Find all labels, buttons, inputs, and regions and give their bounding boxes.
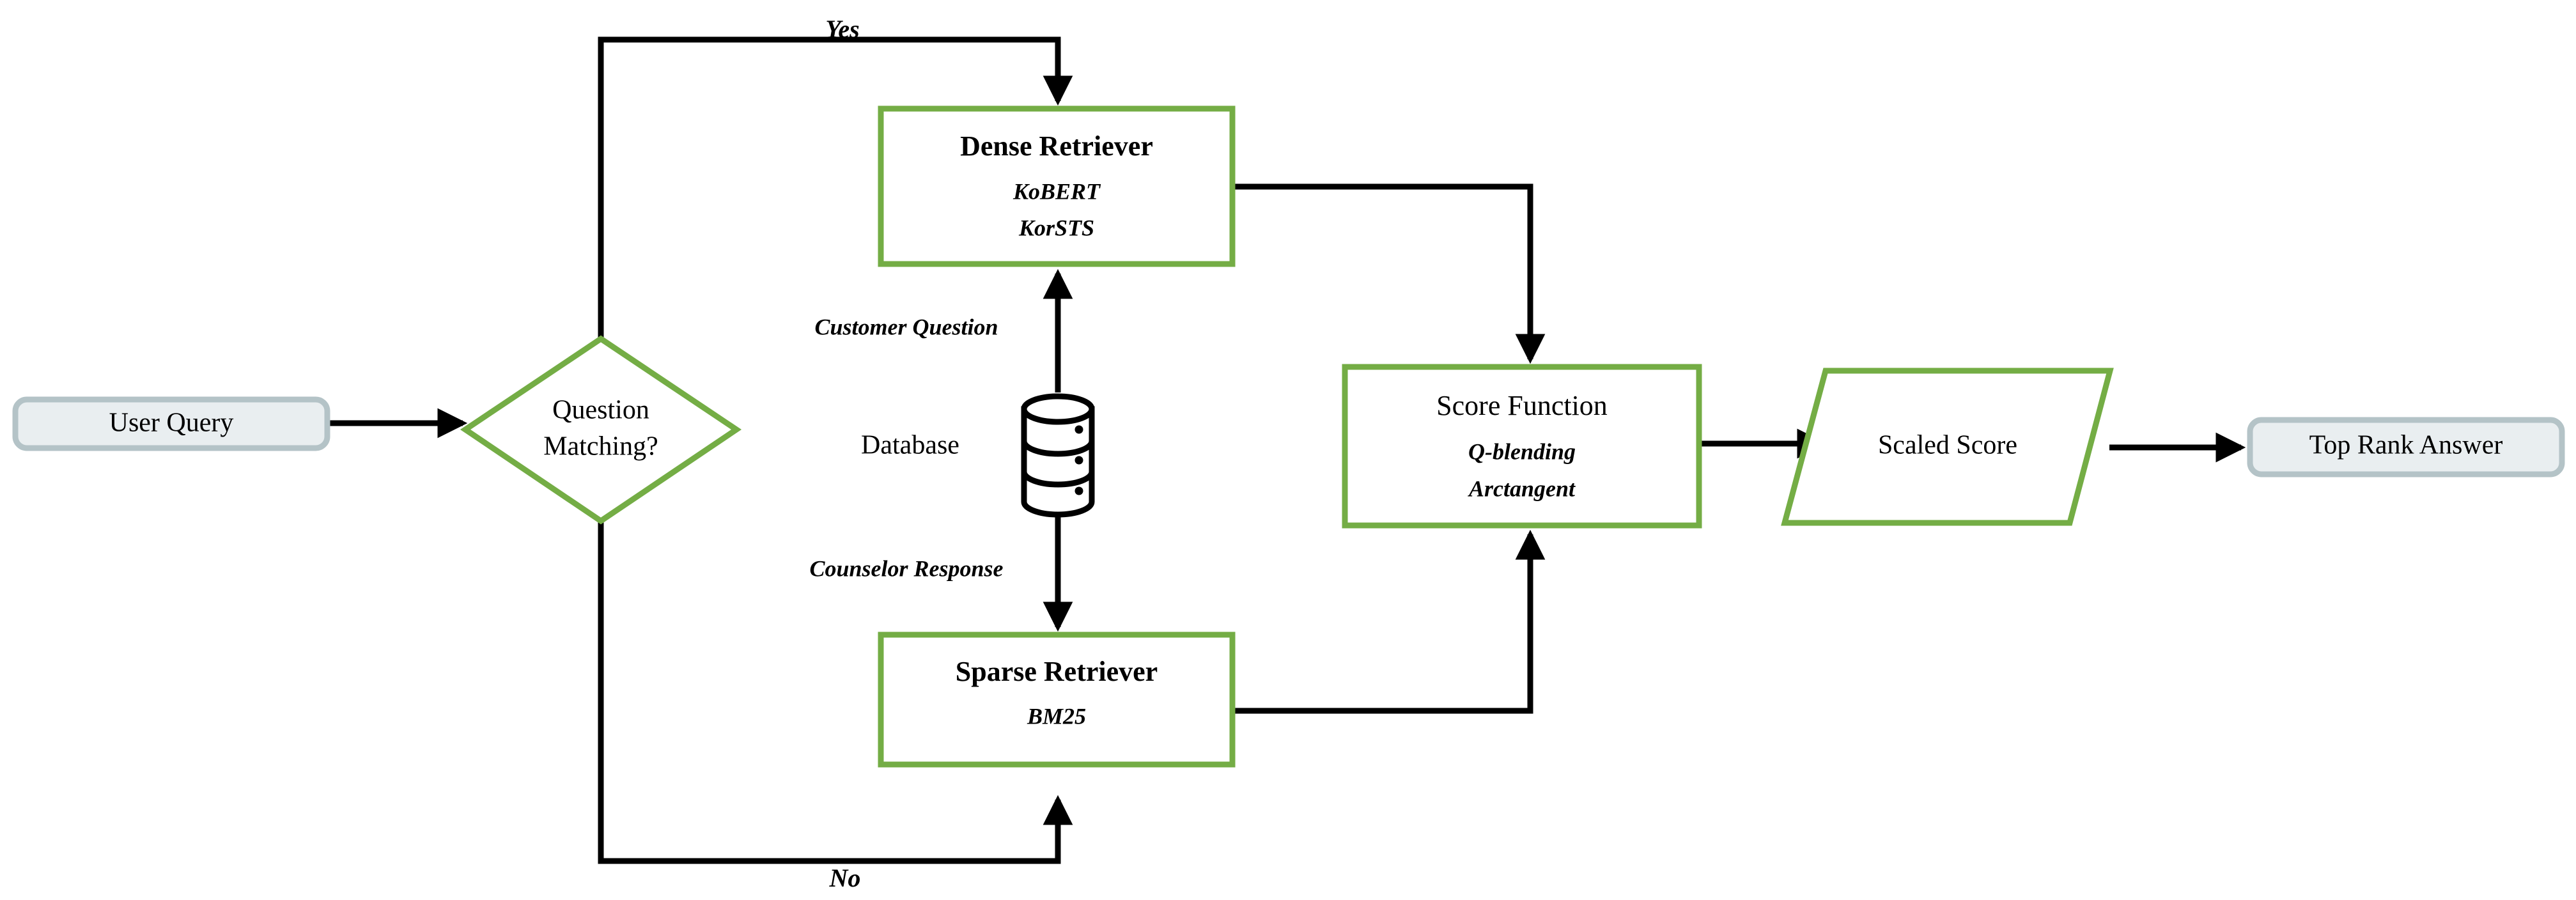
sparse-retriever-title: Sparse Retriever [956,656,1158,687]
database-cylinder-icon [1021,393,1095,518]
score-function-shape [1342,364,1702,529]
node-user-query[interactable]: User Query [12,396,330,451]
top-rank-answer-label: Top Rank Answer [2309,431,2503,460]
user-query-shape [12,396,330,451]
dense-retriever-sub2: KorSTS [1018,215,1094,240]
edge-label-customer-question: Customer Question [814,314,998,339]
edge-label-counselor-response: Counselor Response [809,555,1003,581]
node-sparse-retriever[interactable]: Sparse Retriever BM25 [878,632,1236,768]
question-matching-label-line1: Question [552,396,649,425]
dense-retriever-sub1: KoBERT [1013,178,1101,204]
scaled-score-shape [1781,368,2114,526]
question-matching-shape [460,335,742,525]
node-top-rank-answer[interactable]: Top Rank Answer [2247,417,2565,477]
dense-retriever-title: Dense Retriever [960,130,1153,162]
edge-sparse-retriever-to-score-function [1234,529,1546,714]
edge-yes-branch [598,36,1073,339]
edge-dense-retriever-to-score-function [1234,183,1546,364]
database-indicator-dot-2 [1075,456,1083,465]
node-dense-retriever[interactable]: Dense Retriever KoBERT KorSTS [878,105,1236,267]
sparse-retriever-sub1: BM25 [1027,703,1086,729]
sparse-retriever-shape [878,632,1236,768]
edge-label-no: No [829,864,861,892]
database-label: Database [861,431,959,460]
edge-no-branch [598,521,1073,864]
score-function-sub2: Arctangent [1468,476,1576,501]
edge-label-yes: Yes [825,15,859,43]
score-function-title: Score Function [1436,390,1608,421]
database-indicator-dot-1 [1075,425,1083,434]
score-function-sub1: Q-blending [1468,438,1576,464]
database-indicator-dot-3 [1075,486,1083,495]
node-scaled-score[interactable]: Scaled Score [1781,368,2114,526]
top-rank-answer-shape [2247,417,2565,477]
user-query-label: User Query [109,408,234,438]
question-matching-label-line2: Matching? [543,432,658,462]
node-question-matching[interactable]: Question Matching? [460,335,742,525]
scaled-score-label: Scaled Score [1878,431,2017,460]
node-score-function[interactable]: Score Function Q-blending Arctangent [1342,364,1702,529]
dense-retriever-shape [878,105,1236,267]
